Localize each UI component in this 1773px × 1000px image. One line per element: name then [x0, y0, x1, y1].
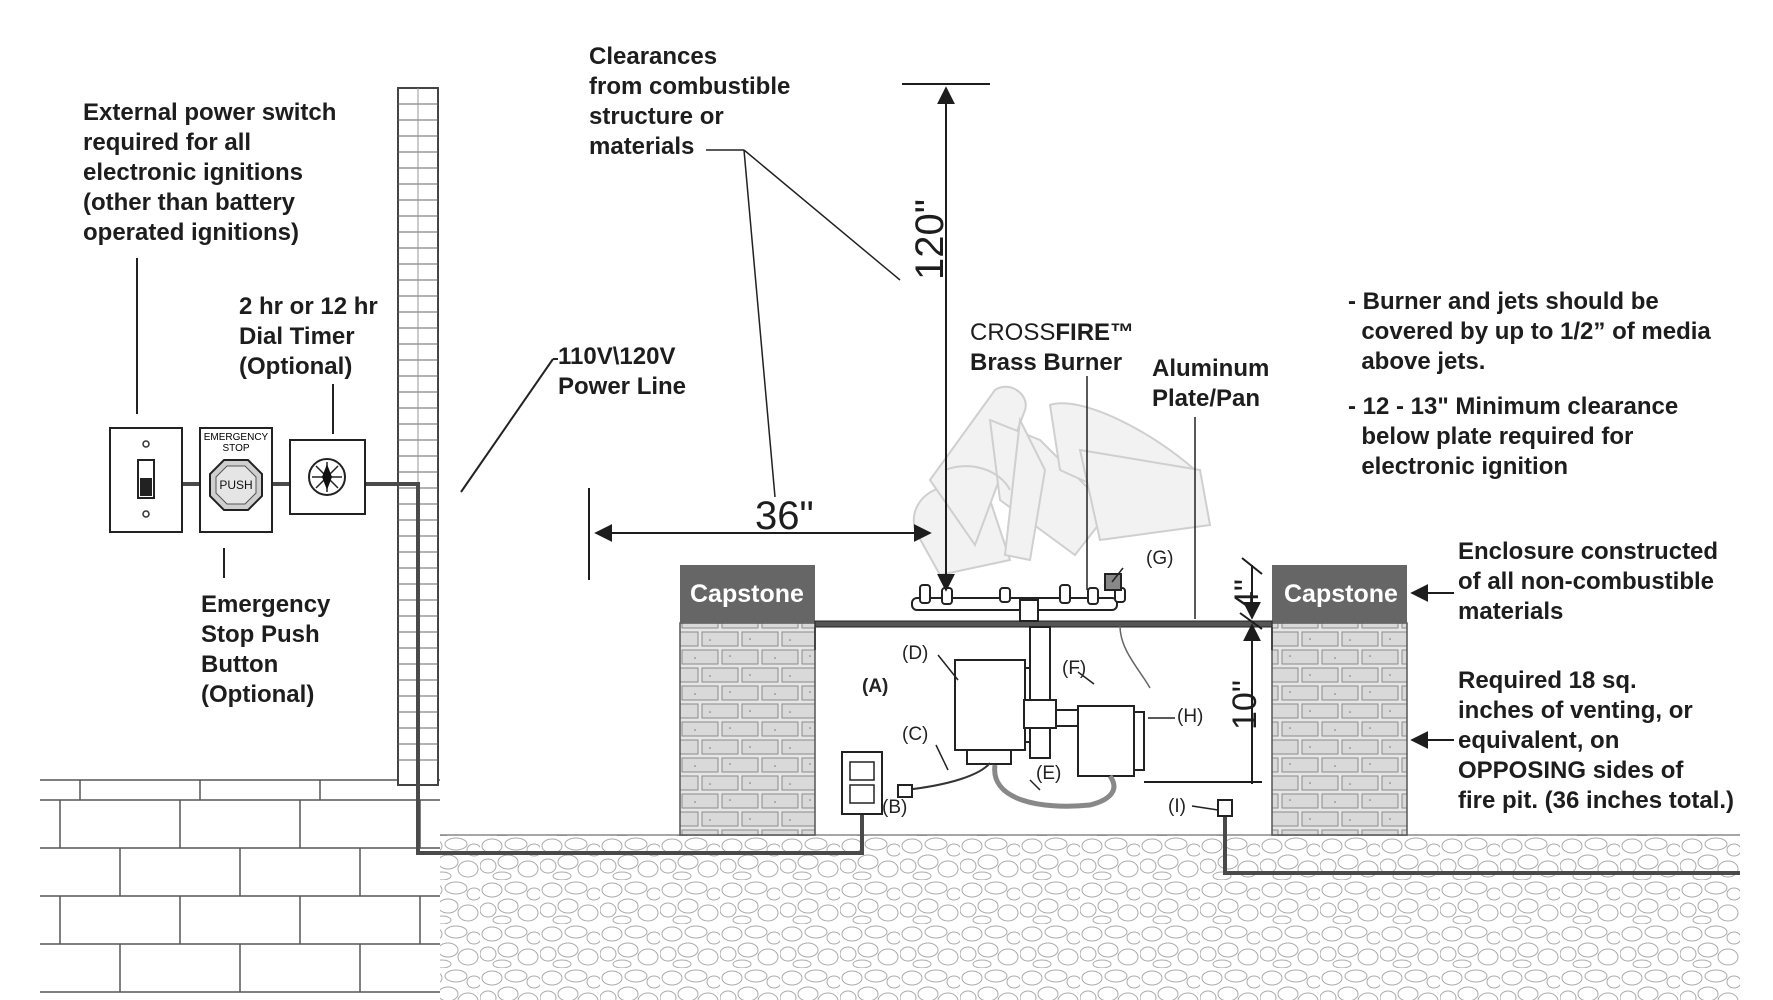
wall-switch [109, 427, 183, 533]
part-b: (B) [882, 797, 908, 818]
dimension-4: 4" [1228, 579, 1266, 610]
clearances-label: Clearances from combustible structure or… [589, 43, 791, 160]
power-line-label: 110V\120V Power Line [558, 343, 687, 400]
aluminum-plate-label: Aluminum Plate/Pan [1152, 355, 1270, 412]
dial-timer-device [289, 439, 366, 515]
venting-note: Required 18 sq. inches of venting, or eq… [1458, 667, 1735, 814]
push-label: PUSH [219, 478, 252, 492]
dimension-120: 120" [908, 199, 952, 280]
part-a: (A) [862, 676, 889, 697]
left-pillar [679, 565, 816, 836]
media-note: - Burner and jets should be covered by u… [1348, 288, 1711, 375]
part-h: (H) [1177, 706, 1204, 727]
pointer-arrows [1410, 584, 1454, 749]
dimension-lines [588, 83, 1263, 784]
enclosure-note: Enclosure constructed of all non-combust… [1458, 538, 1719, 625]
capstone-left-label: Capstone [690, 580, 804, 608]
crossfire-bold: FIRE™ [1055, 319, 1135, 346]
leader-lines-left [136, 258, 558, 578]
emergency-title-2: STOP [222, 443, 249, 454]
crossfire-label: CROSSFIRE™ [970, 318, 1134, 348]
crossfire-prefix: CROSS [970, 319, 1056, 346]
capstone-right-label: Capstone [1284, 580, 1398, 608]
leader-lines-right [706, 149, 1219, 811]
part-c: (C) [902, 724, 929, 745]
dimension-10: 10" [1226, 680, 1264, 730]
brick-wall-base [40, 779, 440, 1000]
clearance-note: - 12 - 13" Minimum clearance below plate… [1348, 393, 1679, 480]
part-g: (G) [1146, 548, 1174, 569]
brick-column [397, 87, 439, 786]
emergency-stop-device: EMERGENCY STOP PUSH [199, 427, 273, 533]
dial-timer-label: 2 hr or 12 hr Dial Timer (Optional) [239, 293, 378, 380]
external-switch-note: External power switch required for all e… [83, 99, 337, 246]
under-plate-components [841, 625, 1233, 817]
dimension-36: 36" [755, 494, 814, 538]
part-e: (E) [1036, 763, 1062, 784]
part-f: (F) [1062, 658, 1087, 679]
crossfire-burner [911, 573, 1126, 622]
power-wire [180, 482, 1740, 875]
emergency-stop-label: Emergency Stop Push Button (Optional) [201, 591, 331, 708]
part-i: (I) [1168, 796, 1186, 817]
brass-burner-label: Brass Burner [970, 349, 1123, 376]
part-d: (D) [902, 643, 929, 664]
log-set [912, 385, 1212, 577]
right-pillar [1271, 565, 1408, 836]
gravel-ground [440, 834, 1740, 1000]
emergency-title-1: EMERGENCY [204, 432, 269, 443]
